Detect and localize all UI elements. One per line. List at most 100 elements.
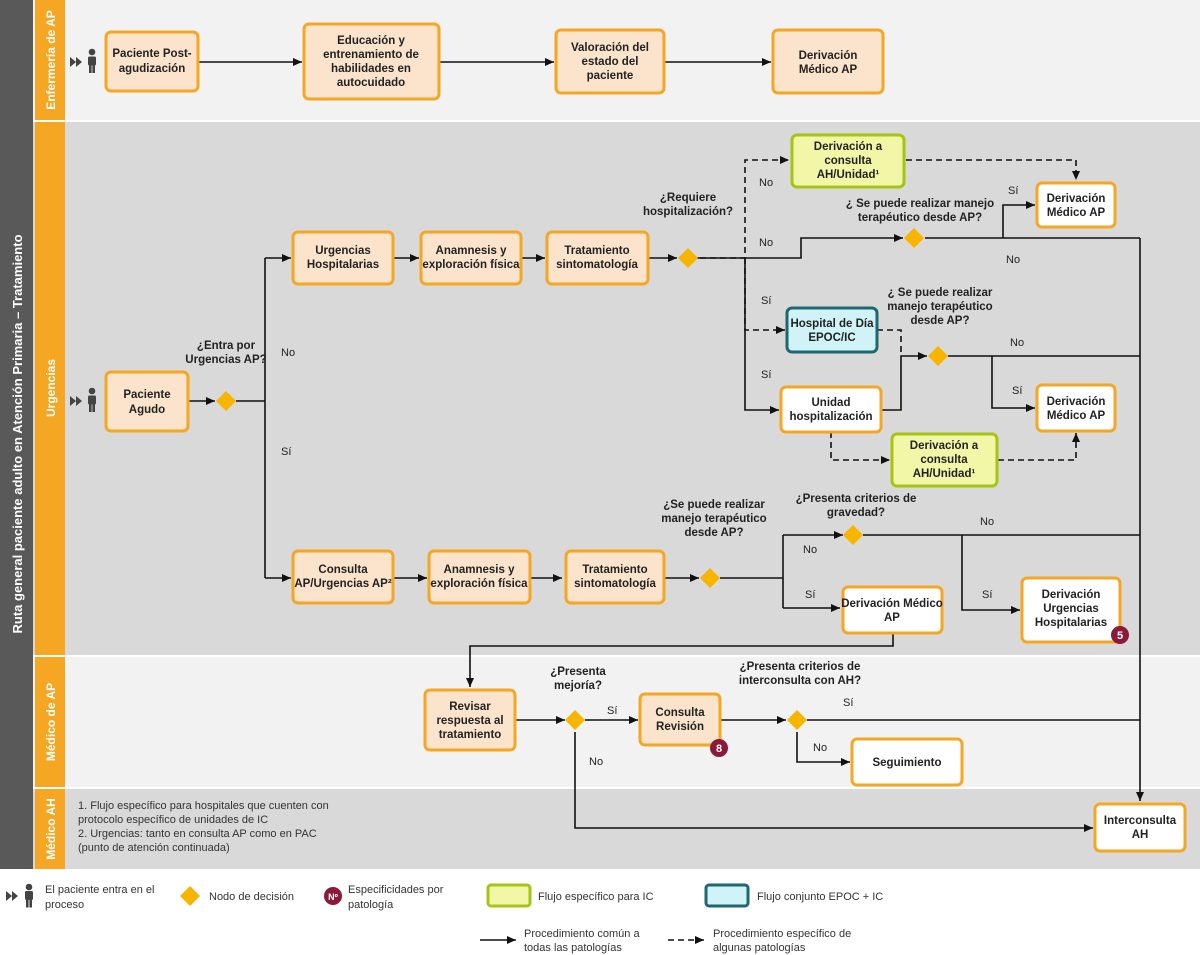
label-no-manejo-1: No — [1006, 254, 1020, 266]
solid-connectors — [188, 58, 1144, 832]
footnotes: 1. Flujo específico para hospitales que … — [78, 800, 332, 854]
main-title: Ruta general paciente adulto en Atención… — [10, 234, 25, 633]
branch-labels: No Sí No No Sí Sí Sí No No Sí No No Sí S… — [281, 177, 1024, 768]
svg-text:8: 8 — [716, 743, 722, 755]
legend-decision-diamond — [180, 886, 200, 906]
label-no-manejo-2: No — [1010, 337, 1024, 349]
svg-text:Paciente Post-agudización: Paciente Post-agudización — [112, 48, 191, 75]
legend-ic-swatch — [486, 883, 532, 908]
node-paciente-post-agudizacion: Paciente Post-agudización — [104, 30, 200, 93]
label-si-manejo-1: Sí — [1008, 185, 1018, 197]
lane-bg-medico-ap — [0, 657, 1200, 787]
lane-label-medico-ah: Médico AH — [44, 798, 58, 860]
label-no-mejoria: No — [589, 756, 603, 768]
legend-joint-text: Flujo conjunto EPOC + IC — [757, 891, 883, 903]
node-seguimiento: Seguimiento — [850, 737, 964, 787]
label-si-manejo-3: Sí — [805, 589, 815, 601]
label-si-gravedad: Sí — [982, 589, 992, 601]
label-si-manejo-2: Sí — [1012, 385, 1022, 397]
lane-label-urgencias: Urgencias — [44, 359, 58, 417]
lane-label-urgencias-bg — [35, 122, 65, 655]
lane-bg-medico-ah — [0, 789, 1200, 869]
label-si-interconsulta: Sí — [843, 697, 853, 709]
svg-text:5: 5 — [1117, 630, 1123, 642]
badge-5: 5 — [1111, 626, 1129, 644]
diamond-manejo-2 — [928, 346, 948, 366]
diamond-manejo-3 — [700, 568, 720, 588]
legend-decision-text: Nodo de decisión — [209, 891, 294, 903]
lane-label-enfermeria: Enfermería de AP — [44, 10, 58, 110]
label-si-mejoria: Sí — [607, 705, 617, 717]
svg-text:Seguimiento: Seguimiento — [872, 757, 941, 769]
diamond-requiere-hospitalizacion — [678, 248, 698, 268]
label-no-gravedad: No — [980, 516, 994, 528]
diamond-gravedad — [843, 525, 863, 545]
entry-icon-enfermeria — [70, 48, 96, 73]
svg-text:Nº: Nº — [328, 892, 338, 902]
diamond-manejo-1 — [904, 228, 924, 248]
legend-joint-swatch — [704, 883, 750, 908]
diamond-mejoria — [565, 710, 585, 730]
decision-diamonds — [216, 228, 948, 730]
lane-label-medico-ap-bg — [35, 657, 65, 787]
badge-8: 8 — [710, 739, 728, 757]
diamond-interconsulta — [787, 710, 807, 730]
dashed-connectors — [700, 156, 1080, 464]
diamond-entra-urgencias — [216, 391, 236, 411]
label-si-entra: Sí — [281, 446, 291, 458]
label-no-consulta-1: No — [759, 177, 773, 189]
legend-ic-text: Flujo específico para IC — [538, 891, 654, 903]
label-no-interconsulta: No — [813, 742, 827, 754]
label-no-hosp: No — [759, 237, 773, 249]
label-si-unidad: Sí — [761, 369, 771, 381]
legend-entry-icon — [6, 883, 33, 908]
title-strip — [0, 0, 33, 869]
